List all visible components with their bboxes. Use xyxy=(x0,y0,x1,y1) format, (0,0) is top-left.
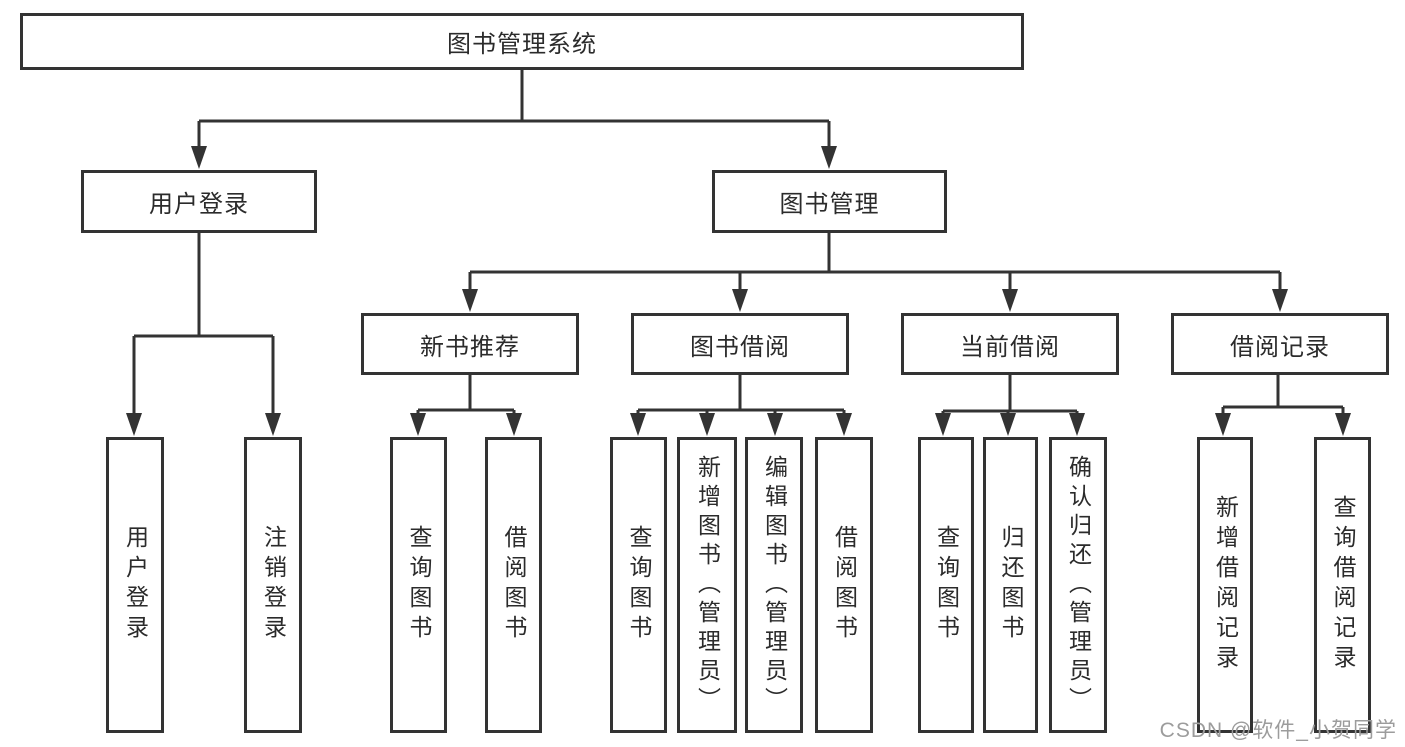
arrowhead xyxy=(630,413,646,436)
leaf-new-books-2: 借阅图书 xyxy=(485,437,542,733)
connector-book-mgmt xyxy=(462,233,1288,312)
arrowhead xyxy=(821,146,837,169)
connector-root-to-branches xyxy=(191,70,837,169)
connector-borrow-records xyxy=(1215,375,1351,436)
arrowhead xyxy=(1000,413,1016,436)
connector-new-books xyxy=(410,375,522,436)
arrowhead xyxy=(462,289,478,312)
node-current-borrow: 当前借阅 xyxy=(901,313,1119,375)
connector-user-login xyxy=(126,233,281,436)
node-book-borrow: 图书借阅 xyxy=(631,313,849,375)
leaf-book-borrow-2: 新增图书（管理员） xyxy=(677,437,737,733)
arrowhead xyxy=(1215,413,1231,436)
leaf-book-borrow-1: 查询图书 xyxy=(610,437,667,733)
leaf-current-borrow-2: 归还图书 xyxy=(983,437,1038,733)
arrowhead xyxy=(1272,289,1288,312)
node-new-books: 新书推荐 xyxy=(361,313,579,375)
arrowhead xyxy=(1069,413,1085,436)
connector-line xyxy=(416,375,516,415)
arrowhead xyxy=(126,413,142,436)
node-user-login: 用户登录 xyxy=(81,170,317,233)
arrowhead xyxy=(1335,413,1351,436)
arrowhead xyxy=(935,413,951,436)
connector-line xyxy=(636,375,846,415)
csdn-watermark: CSDN @软件_小贺同学 xyxy=(1159,719,1397,742)
node-root: 图书管理系统 xyxy=(20,13,1024,70)
leaf-borrow-records-1: 新增借阅记录 xyxy=(1197,437,1253,733)
leaf-new-books-1: 查询图书 xyxy=(390,437,447,733)
arrowhead xyxy=(767,413,783,436)
connector-line xyxy=(468,233,1282,290)
connector-line xyxy=(197,70,831,147)
leaf-book-borrow-4: 借阅图书 xyxy=(815,437,873,733)
node-borrow-records: 借阅记录 xyxy=(1171,313,1389,375)
arrowhead xyxy=(699,413,715,436)
arrowhead xyxy=(836,413,852,436)
leaf-current-borrow-1: 查询图书 xyxy=(918,437,974,733)
arrowhead xyxy=(410,413,426,436)
leaf-borrow-records-2: 查询借阅记录 xyxy=(1314,437,1371,733)
arrowhead xyxy=(191,146,207,169)
connector-line xyxy=(941,375,1079,415)
leaf-book-borrow-3: 编辑图书（管理员） xyxy=(745,437,803,733)
arrowhead xyxy=(732,289,748,312)
arrowhead xyxy=(1002,289,1018,312)
leaf-current-borrow-3: 确认归还（管理员） xyxy=(1049,437,1107,733)
connector-current-borrow xyxy=(935,375,1085,436)
arrowhead xyxy=(265,413,281,436)
node-book-mgmt: 图书管理 xyxy=(712,170,947,233)
arrowhead xyxy=(506,413,522,436)
leaf-user-login-2: 注销登录 xyxy=(244,437,302,733)
leaf-user-login-1: 用户登录 xyxy=(106,437,164,733)
connector-line xyxy=(132,233,275,414)
connector-book-borrow xyxy=(630,375,852,436)
connector-line xyxy=(1221,375,1345,415)
